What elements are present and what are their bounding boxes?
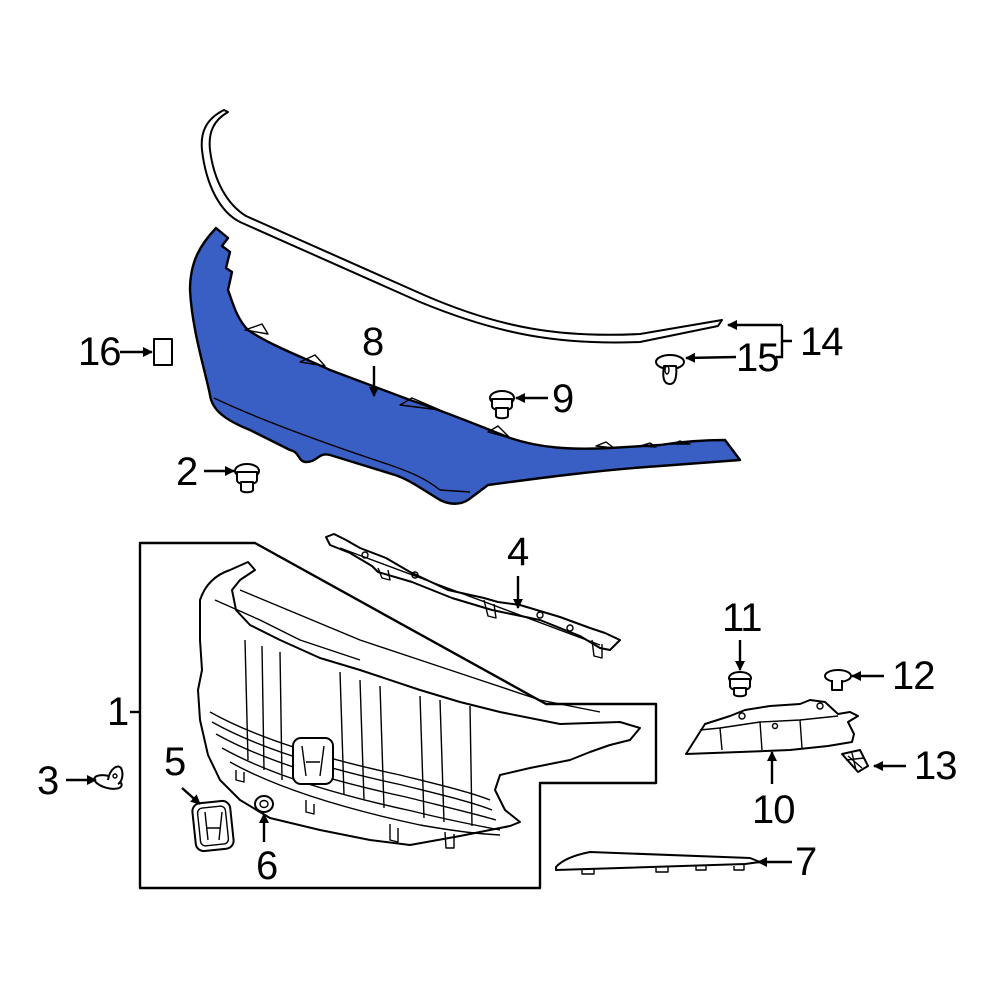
garnish-part-7[interactable] — [555, 851, 761, 875]
callout-4[interactable]: 4 — [507, 530, 529, 574]
callout-16[interactable]: 16 — [78, 330, 121, 374]
clip-part-15[interactable] — [655, 354, 685, 385]
callout-8[interactable]: 8 — [362, 320, 384, 364]
callout-5[interactable]: 5 — [164, 740, 186, 784]
clip-part-16[interactable] — [153, 338, 173, 366]
callout-9[interactable]: 9 — [552, 377, 574, 421]
callout-11[interactable]: 11 — [722, 596, 763, 640]
clip-part-3[interactable] — [93, 765, 124, 792]
callout-2[interactable]: 2 — [176, 450, 198, 494]
callout-10[interactable]: 10 — [752, 788, 795, 832]
callout-3[interactable]: 3 — [37, 759, 59, 803]
hood-molding-part-14[interactable] — [200, 109, 723, 344]
callout-14[interactable]: 14 — [800, 320, 843, 364]
push-clip-part-11[interactable] — [728, 671, 752, 698]
callout-13[interactable]: 13 — [914, 744, 957, 788]
push-clip-part-9[interactable] — [489, 390, 515, 420]
callout-15[interactable]: 15 — [736, 336, 779, 380]
upper-bracket-part-4[interactable] — [325, 533, 621, 659]
emblem-part-5[interactable] — [191, 799, 235, 853]
grille-assembly-box — [138, 541, 658, 890]
grille-part-1[interactable] — [197, 561, 641, 849]
clip-part-12[interactable] — [824, 669, 852, 691]
push-clip-part-2[interactable] — [234, 463, 260, 494]
leader-lines — [66, 320, 906, 867]
callout-7[interactable]: 7 — [795, 840, 817, 884]
callout-6[interactable]: 6 — [256, 844, 278, 888]
mesh-insert-part-13[interactable] — [841, 749, 869, 773]
bumper-cover-part-8[interactable] — [188, 226, 742, 505]
washer-part-6[interactable] — [254, 795, 274, 813]
side-bracket-part-10[interactable] — [685, 699, 859, 755]
callout-1[interactable]: 1 — [107, 690, 129, 734]
callout-12[interactable]: 12 — [892, 654, 935, 698]
